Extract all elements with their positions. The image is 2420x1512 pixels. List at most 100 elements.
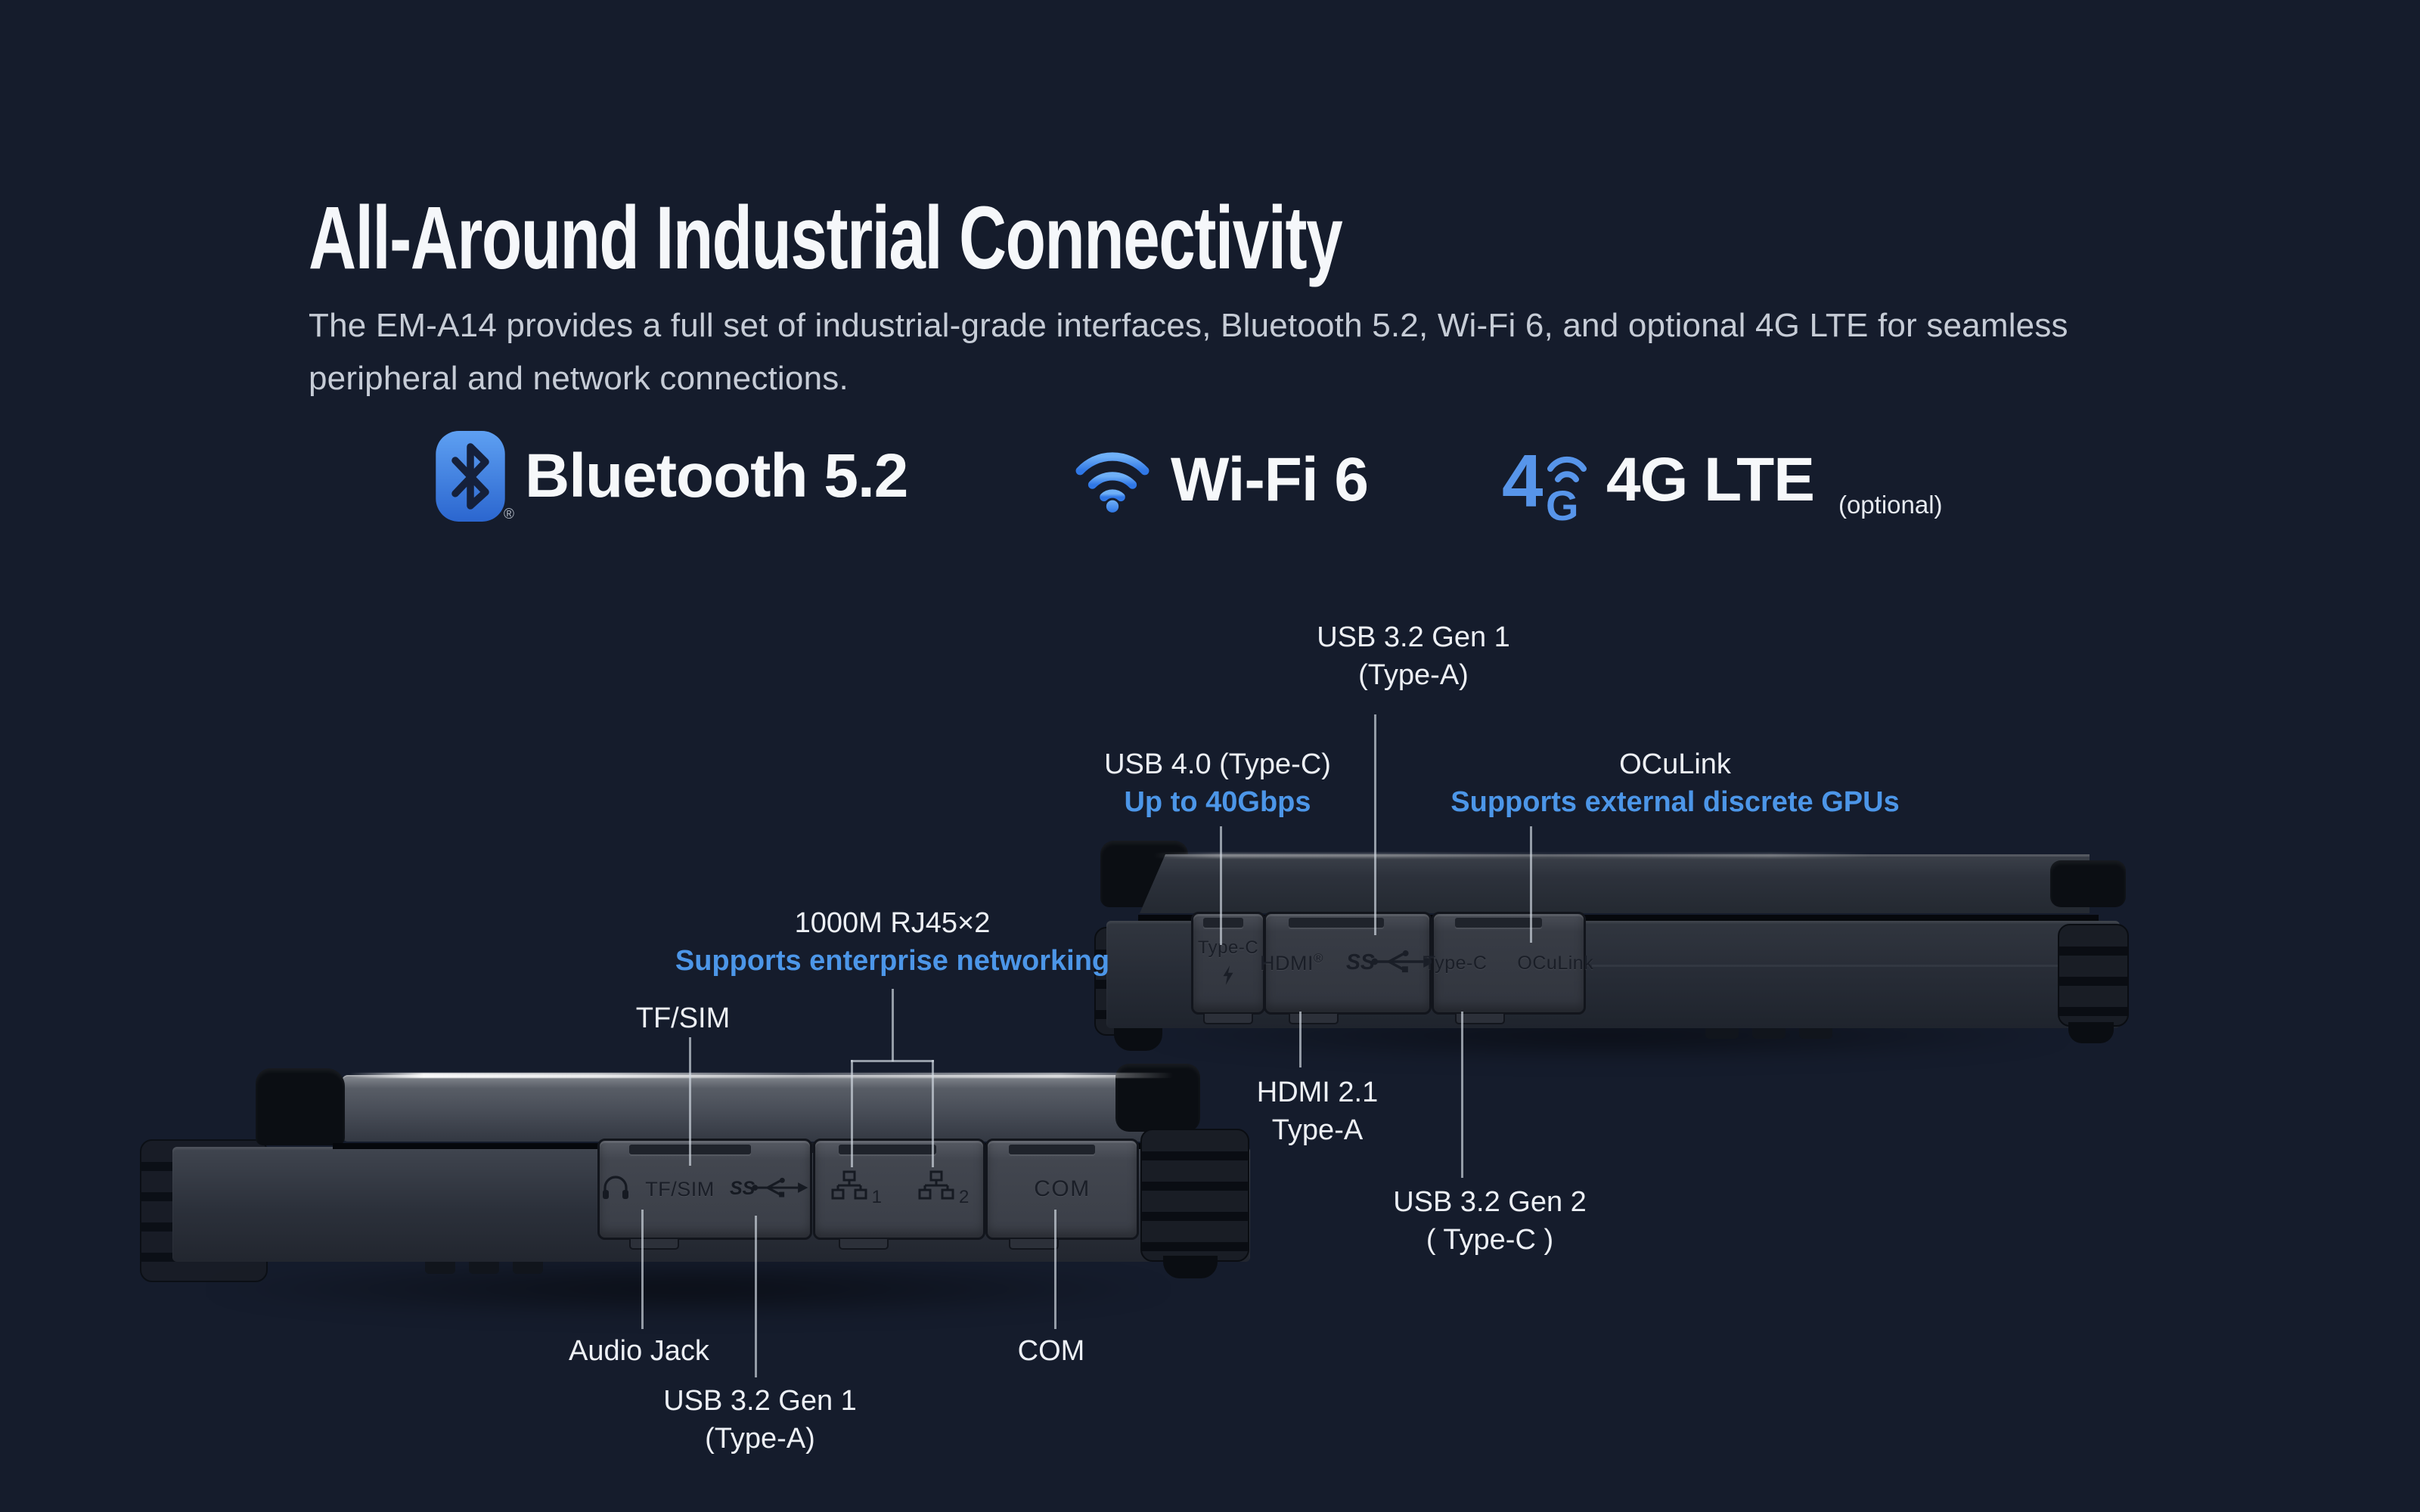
callout-oculink-title: OCuLink — [1619, 748, 1731, 780]
port-cover-ethernet: 1 2 — [813, 1139, 985, 1250]
leader-line-hdmi — [1299, 1012, 1302, 1067]
lightning-bolt-icon — [1221, 965, 1235, 990]
leader-line-usb-c-gen2 — [1461, 1012, 1463, 1178]
feature-bluetooth: ® Bluetooth 5.2 — [436, 431, 908, 522]
port-label-hdmi: HDMI® — [1259, 951, 1324, 974]
callout-usb4: USB 4.0 (Type-C) Up to 40Gbps — [1104, 745, 1331, 821]
svg-text:G: G — [1546, 482, 1579, 523]
callout-usb-c-gen2: USB 3.2 Gen 2 ( Type-C ) — [1393, 1183, 1587, 1259]
ethernet-port-number: 1 — [871, 1187, 882, 1207]
callout-audio-jack: Audio Jack — [569, 1332, 709, 1370]
port-label-tf-sim: TF/SIM — [645, 1177, 715, 1201]
feature-bluetooth-label: Bluetooth 5.2 — [525, 442, 908, 510]
callout-com: COM — [1018, 1332, 1085, 1370]
laptop-side-view-left: TF/SIM SS — [129, 1055, 1263, 1304]
callout-rj45: 1000M RJ45×2 Supports enterprise network… — [675, 904, 1109, 980]
callout-usb-a-top-sub: (Type-A) — [1358, 659, 1469, 691]
callout-usb-a-top-title: USB 3.2 Gen 1 — [1317, 621, 1510, 653]
port-cover-usb4-type-c: Type-C — [1191, 912, 1265, 1024]
feature-wifi: Wi-Fi 6 — [1074, 442, 1369, 518]
laptop-lid — [342, 1075, 1177, 1142]
callout-usb-a-bottom: USB 3.2 Gen 1 (Type-A) — [663, 1382, 857, 1458]
superspeed-usb-icon: SS — [730, 1175, 808, 1204]
svg-text:4: 4 — [1502, 439, 1544, 522]
rubber-foot-right — [2068, 1022, 2114, 1043]
superspeed-usb-icon: SS — [1346, 947, 1435, 980]
callout-rj45-highlight: Supports enterprise networking — [675, 945, 1110, 977]
callout-hdmi-sub: Type-A — [1271, 1114, 1364, 1146]
chassis-notch — [1799, 1028, 1832, 1039]
callout-hdmi: HDMI 2.1 Type-A — [1257, 1074, 1378, 1149]
ethernet-port-1: 1 — [830, 1170, 882, 1209]
port-label-oculink: OCuLink — [1517, 952, 1594, 974]
wifi-icon — [1074, 442, 1151, 518]
chassis-notch — [1752, 1028, 1786, 1039]
port-cover-audio-tfsim-usb: TF/SIM SS — [597, 1139, 812, 1250]
svg-text:SS: SS — [1346, 950, 1375, 974]
port-label-type-c: Type-C — [1197, 937, 1259, 958]
callout-usb-c-gen2-sub: ( Type-C ) — [1426, 1224, 1554, 1256]
chassis-notch — [513, 1262, 543, 1274]
leader-line-rj45-right — [932, 1060, 934, 1167]
callout-usb4-highlight: Up to 40Gbps — [1124, 786, 1311, 818]
corner-bumper-top-left — [256, 1068, 345, 1145]
leader-line-usb4 — [1220, 826, 1222, 945]
laptop-side-view-right: Type-C HDMI® SS — [1093, 838, 2129, 1064]
leader-line-audio-jack — [641, 1210, 644, 1329]
chassis-crease — [1592, 965, 2091, 967]
callout-hdmi-title: HDMI 2.1 — [1256, 1077, 1379, 1108]
callout-com-title: COM — [1017, 1335, 1085, 1367]
port-cover-type-c-oculink: Type-C OCuLink — [1424, 912, 1593, 1024]
port-label-type-c-gen2: Type-C — [1423, 952, 1488, 974]
callout-tf-sim: TF/SIM — [636, 999, 731, 1037]
leader-line-rj45-bracket — [851, 1060, 934, 1062]
leader-line-usb-a-top — [1374, 714, 1376, 935]
ethernet-port-number: 2 — [959, 1187, 970, 1207]
chassis-notch — [469, 1262, 499, 1274]
bluetooth-trademark: ® — [504, 507, 514, 522]
feature-lte-label: 4G LTE — [1606, 445, 1815, 514]
left-device-shadow — [197, 1259, 1180, 1319]
feature-wifi-label: Wi-Fi 6 — [1171, 445, 1369, 514]
ethernet-port-2: 2 — [917, 1170, 969, 1209]
callout-oculink: OCuLink Supports external discrete GPUs — [1450, 745, 1899, 821]
rubber-foot-left — [1114, 1028, 1162, 1051]
feature-lte-note: (optional) — [1838, 491, 1943, 519]
leader-line-com — [1054, 1210, 1056, 1329]
callout-usb-c-gen2-title: USB 3.2 Gen 2 — [1393, 1186, 1587, 1218]
ethernet-icon — [917, 1170, 956, 1209]
ethernet-icon — [830, 1170, 869, 1209]
lid-highlight — [349, 1073, 1174, 1078]
rubber-bumper-ribs-right — [2058, 924, 2129, 1027]
callout-usb-a-top: USB 3.2 Gen 1 (Type-A) — [1317, 618, 1510, 694]
page-description: The EM-A14 provides a full set of indust… — [309, 307, 2068, 397]
callout-oculink-highlight: Supports external discrete GPUs — [1450, 786, 1900, 818]
leader-line-oculink — [1530, 826, 1532, 943]
corner-bumper-top-right — [2050, 860, 2126, 907]
callout-usb4-title: USB 4.0 (Type-C) — [1104, 748, 1331, 780]
callout-audio-jack-title: Audio Jack — [569, 1335, 709, 1367]
chassis-notch — [1705, 1028, 1739, 1039]
callout-rj45-title: 1000M RJ45×2 — [794, 907, 991, 939]
laptop-lid — [1140, 854, 2090, 913]
rubber-foot-right — [1163, 1256, 1218, 1278]
hinge-gap — [1138, 915, 2099, 921]
feature-4g-lte: 4 G 4G LTE (optional) — [1502, 432, 1943, 529]
callout-tf-sim-title: TF/SIM — [635, 1002, 731, 1034]
page-title: All-Around Industrial Connectivity — [309, 188, 1343, 289]
bluetooth-icon: ® — [436, 431, 514, 522]
headphones-icon — [601, 1175, 630, 1204]
port-cover-com: COM — [985, 1139, 1139, 1250]
lid-highlight — [1153, 853, 1872, 858]
callout-usb-a-bottom-sub: (Type-A) — [705, 1423, 815, 1455]
chassis-notch — [425, 1262, 455, 1274]
svg-text:SS: SS — [730, 1178, 755, 1199]
port-label-com: COM — [1034, 1176, 1091, 1201]
leader-line-tf-sim — [689, 1037, 691, 1166]
4g-signal-icon: 4 G — [1502, 432, 1587, 529]
callout-usb-a-bottom-title: USB 3.2 Gen 1 — [663, 1385, 857, 1417]
rubber-bumper-ribs-right — [1140, 1129, 1249, 1262]
leader-line-rj45-stem — [892, 989, 894, 1061]
leader-line-rj45-left — [851, 1060, 853, 1167]
